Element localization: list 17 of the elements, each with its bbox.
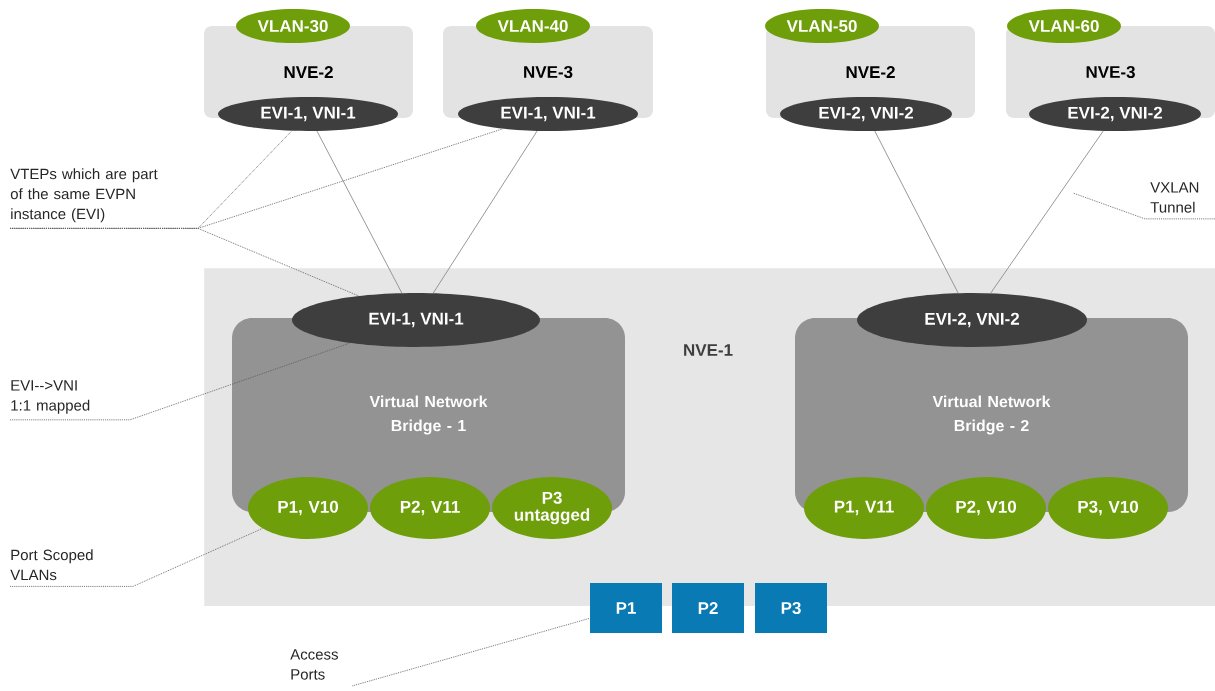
- access-port-box: P1: [590, 583, 662, 633]
- tunnel-line: [990, 130, 1104, 294]
- leader-line: [351, 617, 591, 687]
- leader-line: [9, 527, 263, 587]
- tunnel-line: [874, 130, 959, 294]
- tunnel-line: [432, 130, 538, 294]
- callout-text: Access Ports: [290, 649, 338, 680]
- callout-text: VXLAN Tunnel: [1150, 182, 1199, 213]
- leader-line: [9, 227, 360, 297]
- leader-line: [1072, 192, 1215, 220]
- callout-text: Port Scoped VLANs: [10, 549, 93, 581]
- callout-text: EVI-->VNI 1:1 mapped: [11, 380, 90, 414]
- leader-line: [9, 342, 351, 421]
- access-port-box: P2: [672, 583, 744, 633]
- access-port-box: P3: [755, 583, 827, 633]
- callout-text: VTEPs which are part of the same EVPN instance (EVI): [10, 168, 158, 223]
- tunnel-line: [316, 130, 403, 294]
